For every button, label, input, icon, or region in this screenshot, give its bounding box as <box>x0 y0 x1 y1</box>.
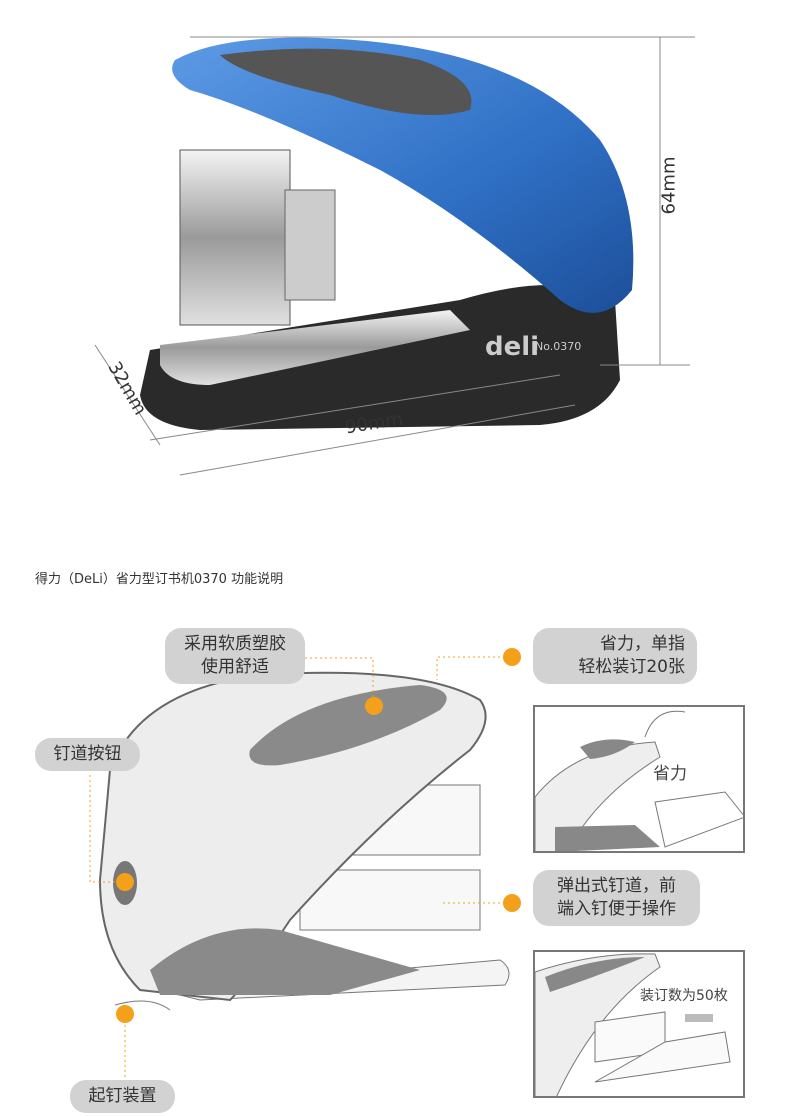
stapler-photo: deli No.0370 <box>94 36 695 476</box>
stapler-diagram <box>89 656 520 1080</box>
svg-text:deli: deli <box>485 332 539 362</box>
height-dimension: 64mm <box>658 156 680 215</box>
inset-effortless-drawing <box>535 710 743 851</box>
marker-soft-grip <box>365 697 383 715</box>
feature-popup-channel: 弹出式钉道，前端入钉便于操作 <box>533 870 700 926</box>
svg-text:No.0370: No.0370 <box>535 340 581 353</box>
inset-capacity-label: 装订数为50枚 <box>640 988 728 1004</box>
inset-capacity: 装订数为50枚 <box>533 950 745 1098</box>
feature-remover: 起钉装置 <box>70 1080 175 1113</box>
feature-effortless: 省力，单指轻松装订20张 <box>533 628 697 684</box>
inset-effortless: 省力 <box>533 705 745 853</box>
page-title: 得力（DeLi）省力型订书机0370 功能说明 <box>35 572 284 587</box>
marker-channel-button <box>116 873 134 891</box>
feature-channel-button: 钉道按钮 <box>35 738 140 771</box>
inset-capacity-drawing <box>535 953 731 1096</box>
marker-popup-channel <box>503 894 521 912</box>
marker-effortless <box>503 648 521 666</box>
feature-soft-grip: 采用软质塑胶使用舒适 <box>165 628 305 684</box>
marker-remover <box>116 1005 134 1023</box>
inset-effortless-label: 省力 <box>653 764 687 784</box>
